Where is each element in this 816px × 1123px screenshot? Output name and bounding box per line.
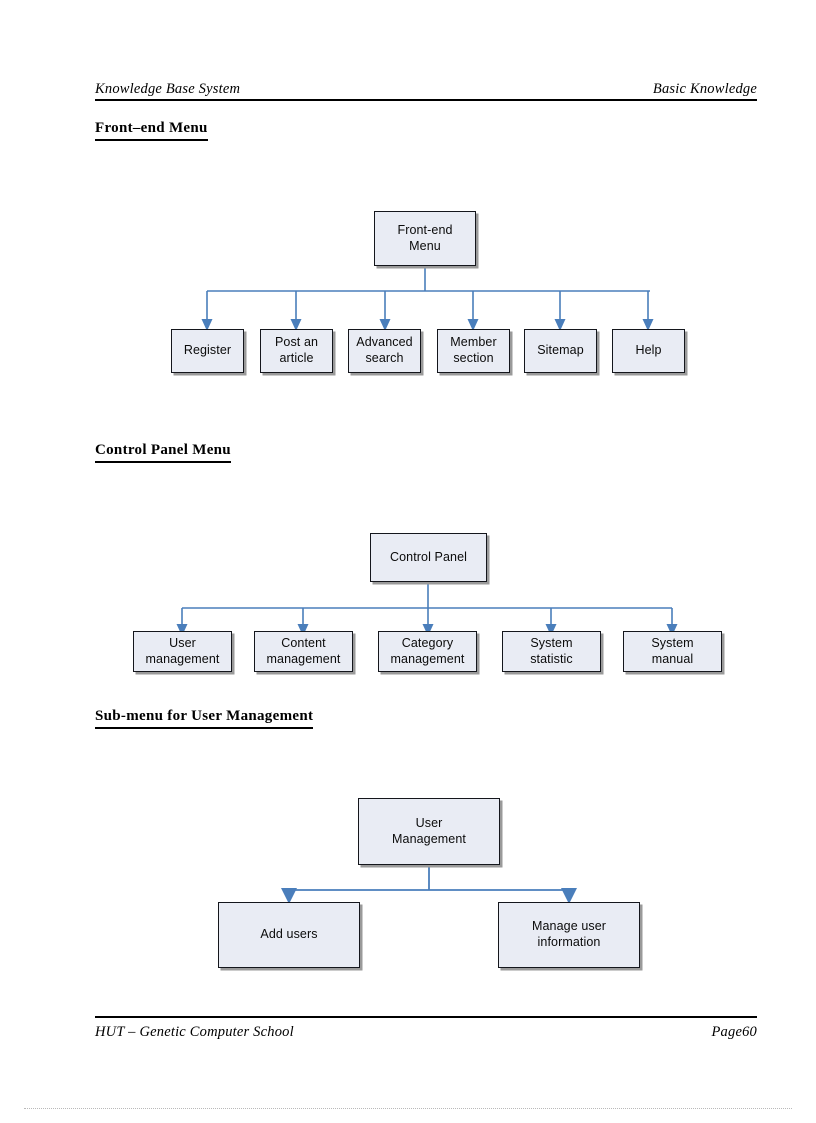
node-front-end-menu-root[interactable]: Front-end Menu	[374, 211, 476, 266]
node-label-line1: System	[651, 635, 694, 650]
running-head: Knowledge Base System Basic Knowledge	[95, 76, 757, 98]
node-user-management-root[interactable]: User Management	[358, 798, 500, 865]
connectors-sub-menu-user-management	[281, 865, 577, 904]
section-heading-sub-menu-user-management: Sub-menu for User Management	[95, 708, 314, 729]
node-manage-user-information[interactable]: Manage user information	[498, 902, 640, 968]
node-label-line2: section	[453, 351, 494, 365]
node-advanced-search[interactable]: Advanced search	[348, 329, 421, 373]
node-system-manual[interactable]: System manual	[623, 631, 722, 672]
connectors-control-panel-menu	[176, 582, 678, 636]
node-label-line2: search	[365, 351, 404, 365]
running-foot: HUT – Genetic Computer School Page60	[95, 1019, 757, 1041]
node-content-management[interactable]: Content management	[254, 631, 353, 672]
node-label-line1: Manage user	[531, 919, 607, 934]
node-label-line1: System	[530, 635, 573, 650]
node-label-line1: Member	[450, 335, 497, 350]
diagram-sub-menu-user-management: User Management Add users Manage user in…	[0, 790, 816, 980]
node-label-line1: Front-end	[397, 222, 453, 237]
node-sitemap[interactable]: Sitemap	[524, 329, 597, 373]
diagram-control-panel-menu: Control Panel User management Content ma…	[0, 520, 816, 695]
node-label-line1: Content	[281, 635, 326, 650]
node-label-line1: Add users	[260, 927, 318, 942]
node-label-line2: Management	[392, 831, 466, 846]
node-label-line2: management	[390, 651, 465, 666]
node-category-management[interactable]: Category management	[378, 631, 477, 672]
node-help[interactable]: Help	[612, 329, 685, 373]
node-control-panel-root[interactable]: Control Panel	[370, 533, 487, 582]
node-label-line2: statistic	[530, 651, 573, 666]
running-head-right: Basic Knowledge	[652, 81, 757, 97]
node-label-line2: Menu	[409, 238, 441, 253]
node-member-section[interactable]: Member section	[437, 329, 510, 373]
page-number: Page60	[711, 1024, 757, 1040]
footer-rule	[95, 1016, 757, 1018]
node-label-line1: Post an	[274, 335, 319, 350]
node-label-line1: User	[169, 635, 196, 650]
node-label-line1: Sitemap	[537, 343, 584, 358]
node-label-line1: Category	[401, 635, 454, 650]
diagram-front-end-menu: Front-end Menu Register Post an article …	[0, 195, 816, 390]
scan-artifact-line	[24, 1108, 792, 1109]
node-post-an-article[interactable]: Post an article	[260, 329, 333, 373]
node-label-line1: Help	[635, 343, 662, 358]
node-label-line1: Advanced	[356, 335, 413, 350]
connectors-front-end-menu	[201, 266, 654, 331]
node-label-line1: Control Panel	[389, 549, 468, 564]
node-user-management[interactable]: User management	[133, 631, 232, 672]
section-heading-front-end-menu: Front–end Menu	[95, 120, 208, 141]
node-register[interactable]: Register	[171, 329, 244, 373]
node-label-line1: Register	[183, 343, 232, 358]
node-label-line2: management	[145, 651, 220, 666]
node-add-users[interactable]: Add users	[218, 902, 360, 968]
node-label-line2: management	[266, 651, 341, 666]
node-label-line2: article	[279, 351, 314, 365]
node-system-statistic[interactable]: System statistic	[502, 631, 601, 672]
header-rule	[95, 99, 757, 101]
node-label-line2: manual	[651, 651, 694, 666]
section-heading-control-panel-menu: Control Panel Menu	[95, 442, 231, 463]
node-label-line1: User	[415, 815, 443, 830]
running-head-left: Knowledge Base System	[95, 81, 241, 97]
node-label-line2: information	[537, 935, 601, 949]
running-foot-left: HUT – Genetic Computer School	[95, 1024, 294, 1040]
